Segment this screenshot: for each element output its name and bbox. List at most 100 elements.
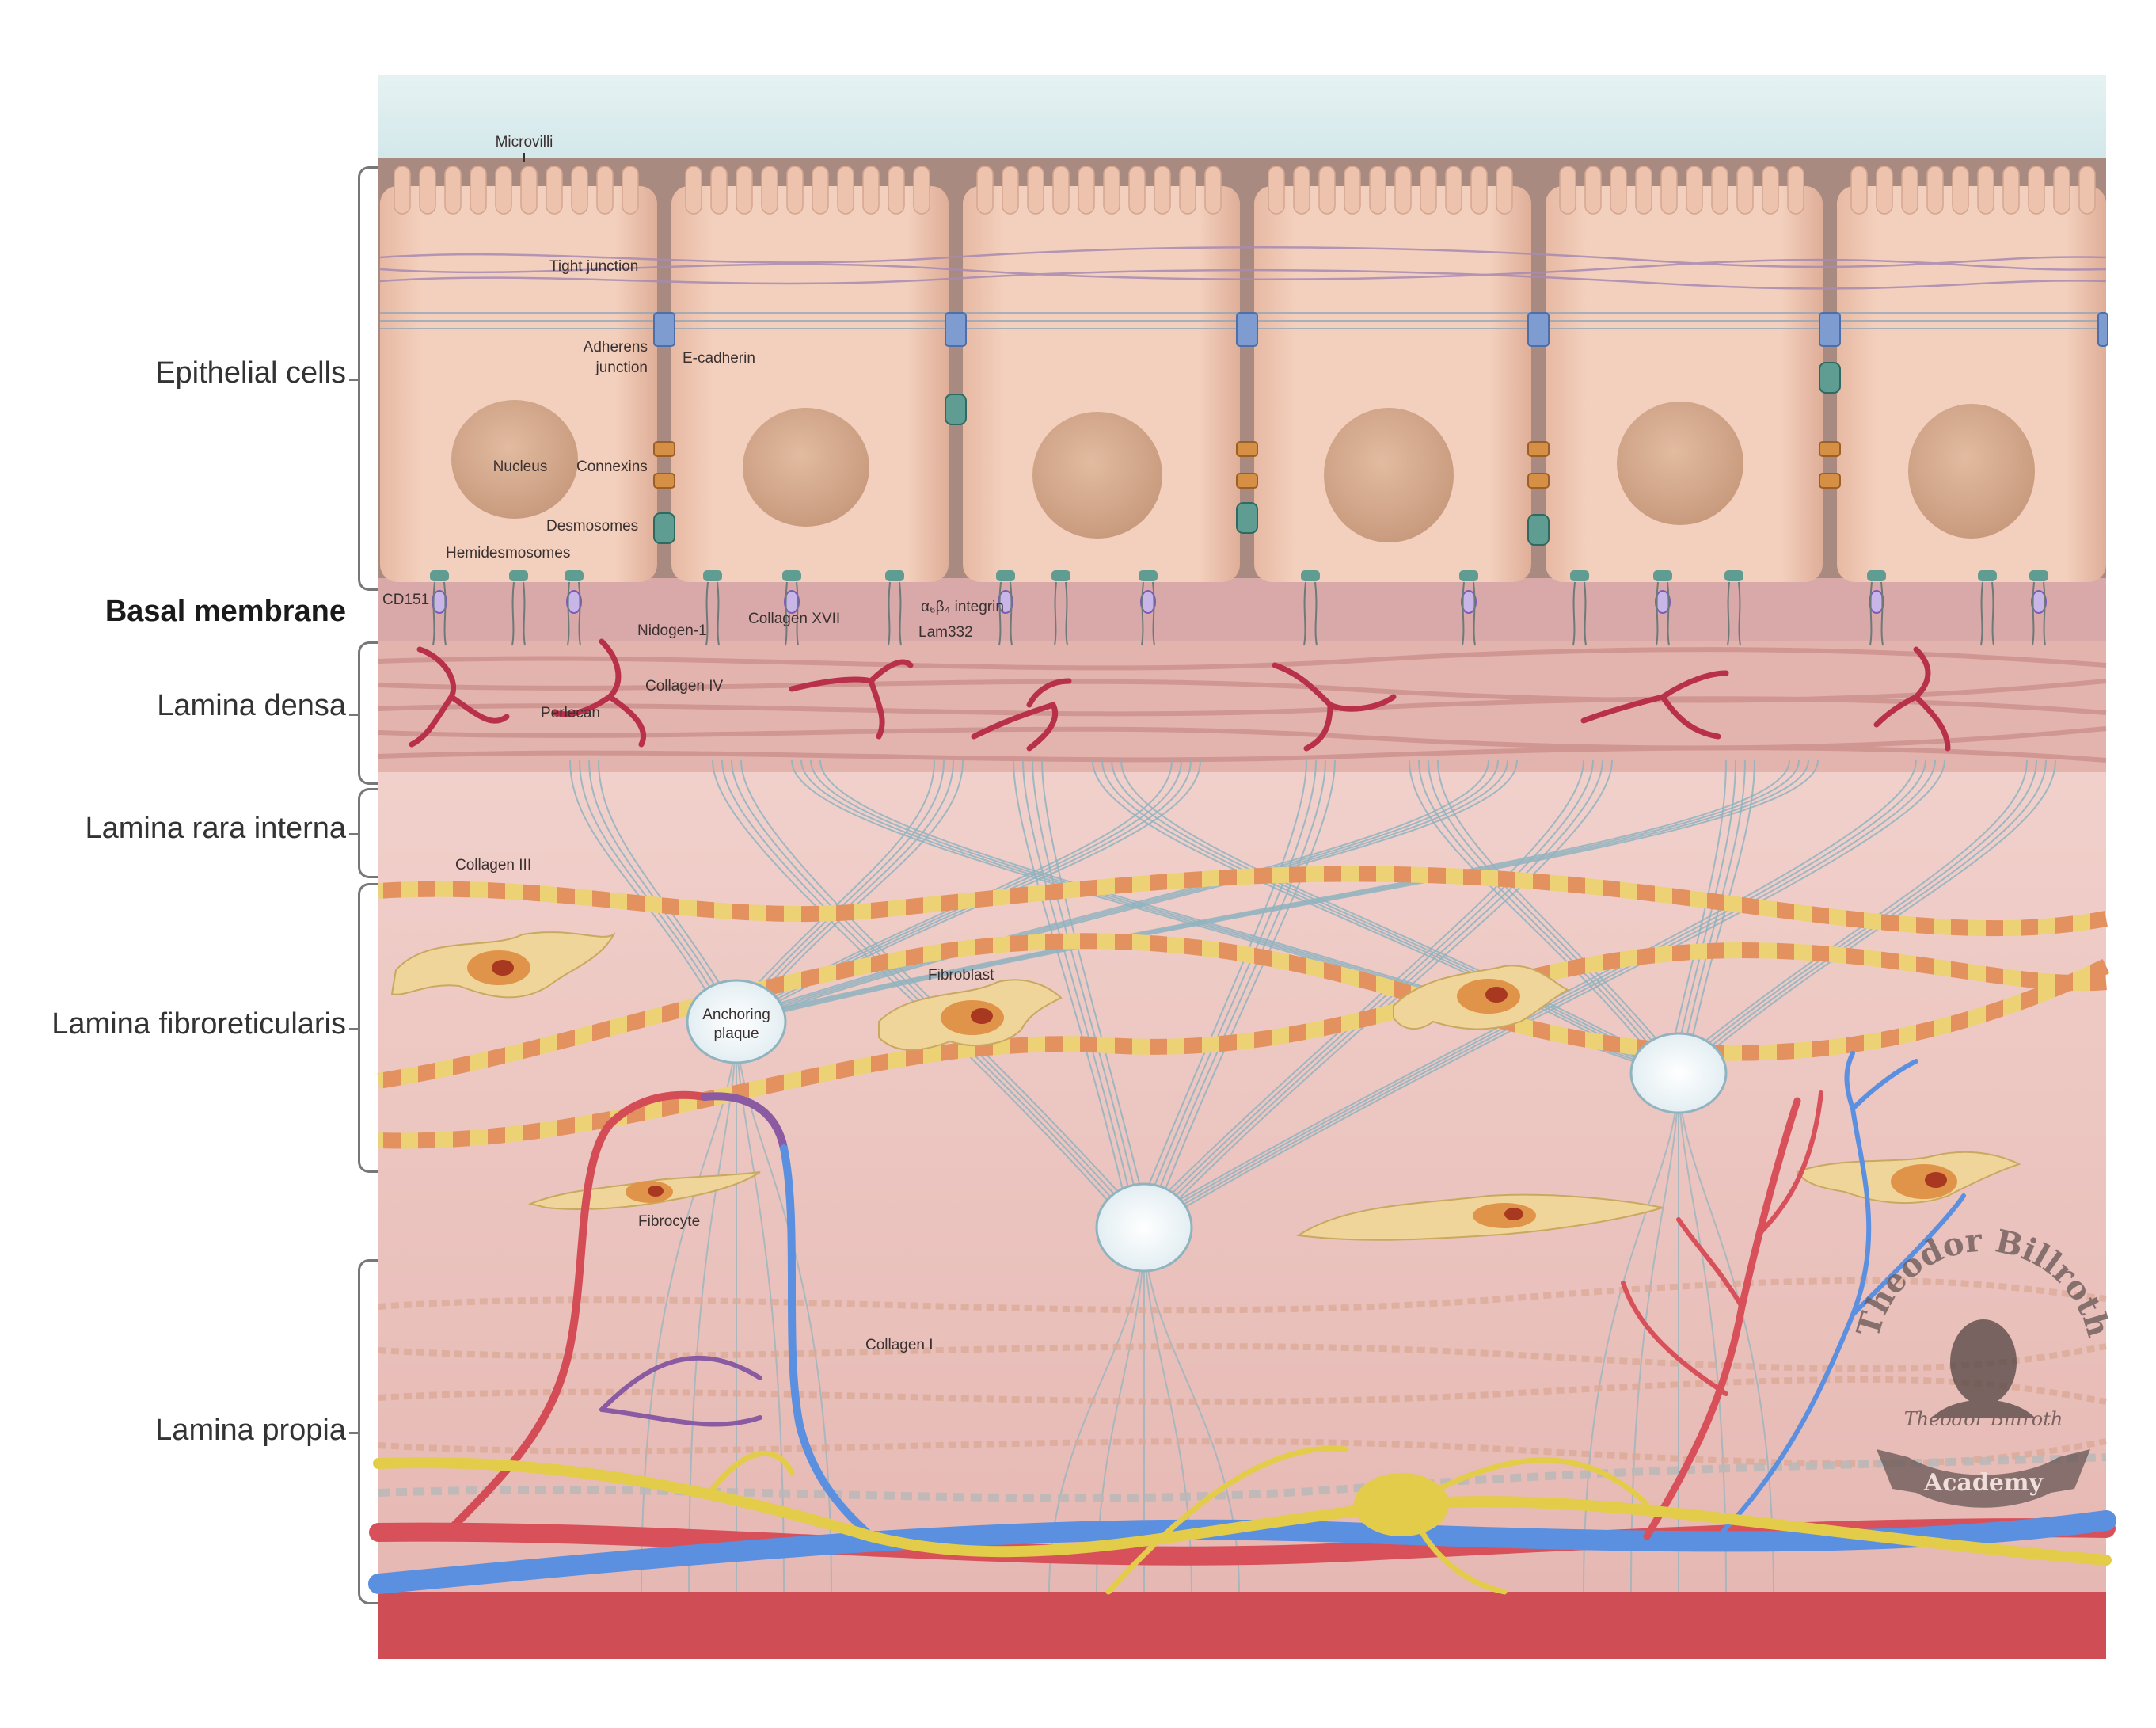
microvillus [1661,166,1677,214]
label-cd151: CD151 [382,592,429,608]
label-connexins: Connexins [576,459,648,475]
microvillus [1268,166,1284,214]
microvillus [420,166,435,214]
microvillus [888,166,904,214]
nerve-ganglion [1354,1473,1449,1536]
microvillus [1496,166,1512,214]
nucleus [1032,412,1162,539]
microvillus [521,166,537,214]
microvillus [1636,166,1652,214]
microvillus [1420,166,1436,214]
nucleus [1617,402,1743,525]
microvillus [1585,166,1601,214]
label-collagen-iv: Collagen IV [645,678,724,695]
epithelial-cell [1254,186,1531,582]
microvillus [1002,166,1018,214]
microvillus [787,166,803,214]
label-anchoring-plaque-1: Anchoring [702,1007,770,1023]
microvillus [597,166,613,214]
microvillus [572,166,587,214]
microvillus [1927,166,1943,214]
watermark-signature: Theodor Billroth [1904,1408,2063,1430]
microvillus [1078,166,1094,214]
nucleus [1908,404,2035,539]
nucleus [743,408,869,527]
epithelial-cell [1837,186,2106,582]
microvillus [1610,166,1626,214]
microvillus [470,166,486,214]
label-collagen-xvii: Collagen XVII [748,611,840,627]
microvillus [1686,166,1702,214]
microvillus [2054,166,2070,214]
label-tight-junction: Tight junction [549,258,638,275]
microvillus [496,166,511,214]
lamina-densa-band [378,641,2106,776]
microvillus [1877,166,1892,214]
label-desmosomes: Desmosomes [546,518,638,535]
nucleus [1324,408,1454,542]
microvillus [1154,166,1170,214]
label-integrin: α₆β₄ integrin [921,599,1004,615]
microvillus [1712,166,1728,214]
epithelial-cell [1546,186,1823,582]
microvillus [863,166,879,214]
microvillus [2003,166,2019,214]
microvillus [686,166,702,214]
microvillus [1902,166,1918,214]
label-e-cadherin: E-cadherin [683,350,755,367]
label-collagen-iii: Collagen III [455,857,531,874]
label-perlecan: Perlecan [541,705,600,721]
label-anchoring-plaque-2: plaque [713,1026,759,1042]
label-microvilli: Microvilli [496,134,553,150]
microvillus [1446,166,1462,214]
microvillus [1053,166,1069,214]
microvillus [1294,166,1310,214]
microvillus [914,166,930,214]
label-nucleus: Nucleus [493,459,548,475]
label-adherens-junction-2: junction [595,360,648,376]
microvillus [1180,166,1196,214]
microvillus [1788,166,1804,214]
microvillus [1978,166,1994,214]
microvillus [1953,166,1968,214]
microvillus [1395,166,1411,214]
label-adherens-junction-1: Adherens [584,339,648,356]
label-collagen-i: Collagen I [865,1337,934,1353]
microvillus [1028,166,1044,214]
microvillus [1205,166,1221,214]
microvillus [1319,166,1335,214]
anchoring-plaque [1631,1033,1726,1113]
microvillus [2079,166,2095,214]
microvillus [546,166,562,214]
label-nidogen: Nidogen-1 [637,622,707,639]
epithelial-cell [671,186,949,582]
microvillus [1370,166,1386,214]
microvillus [1851,166,1867,214]
label-lam332: Lam332 [918,624,973,641]
anchoring-plaque [1097,1184,1192,1271]
microvillus [445,166,461,214]
microvillus [812,166,828,214]
microvillus [1104,166,1120,214]
label-fibrocyte: Fibrocyte [638,1213,700,1230]
microvillus [1344,166,1360,214]
microvillus [1762,166,1778,214]
microvillus [1737,166,1753,214]
microvillus [2029,166,2044,214]
microvillus [838,166,854,214]
microvillus [1129,166,1145,214]
portrait-icon [1950,1319,2017,1405]
label-fibroblast: Fibroblast [928,967,994,984]
microvillus [762,166,778,214]
microvillus [711,166,727,214]
microvillus [394,166,410,214]
label-hemidesmosomes: Hemidesmosomes [446,545,570,561]
muscle-layer [378,1592,2106,1659]
microvillus [622,166,638,214]
microvillus [1560,166,1576,214]
epithelial-cell [963,186,1240,582]
microvillus [1471,166,1487,214]
watermark-banner-text: Academy [1923,1469,2044,1497]
microvillus [736,166,752,214]
